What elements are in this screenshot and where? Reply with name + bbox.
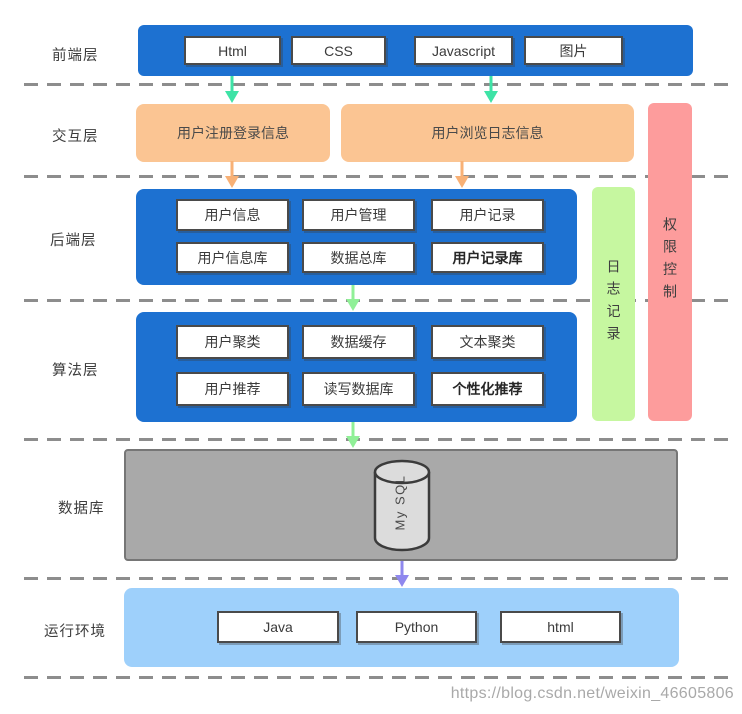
layer-label-database: 数据库 — [58, 501, 105, 517]
layer-divider — [24, 438, 734, 441]
runtime-layer-bar: Java Python html — [124, 588, 679, 667]
log-record-bar: 日志记录 — [592, 187, 635, 421]
node-user-info: 用户信息 — [176, 199, 289, 231]
mysql-cylinder-icon — [373, 459, 431, 552]
arrow-interaction-to-backend-right — [455, 161, 469, 188]
arrow-database-to-runtime — [395, 561, 409, 587]
node-user-record-db: 用户记录库 — [431, 242, 544, 273]
layer-label-frontend: 前端层 — [52, 48, 99, 64]
arrow-algorithm-to-database — [346, 422, 360, 448]
arrow-frontend-to-interaction-left — [225, 76, 239, 103]
layer-divider — [24, 83, 734, 86]
layer-divider — [24, 299, 734, 302]
database-layer-box — [124, 449, 678, 561]
node-user-mgmt: 用户管理 — [302, 199, 415, 231]
permission-control-bar: 权限控制 — [648, 103, 692, 421]
log-record-label: 日志记录 — [605, 259, 622, 349]
node-html-runtime: html — [500, 611, 621, 643]
node-css: CSS — [291, 36, 386, 65]
layer-divider — [24, 676, 734, 679]
frontend-layer-bar: Html CSS Javascript 图片 — [138, 25, 693, 76]
layer-divider — [24, 577, 734, 580]
node-html: Html — [184, 36, 281, 65]
algorithm-layer-box: 用户聚类 数据缓存 文本聚类 用户推荐 读写数据库 个性化推荐 — [136, 312, 577, 422]
node-personalized-recommend: 个性化推荐 — [431, 372, 544, 406]
node-image: 图片 — [524, 36, 623, 65]
node-text-cluster: 文本聚类 — [431, 325, 544, 359]
node-javascript: Javascript — [414, 36, 513, 65]
arrow-frontend-to-interaction-right — [484, 76, 498, 103]
node-user-record: 用户记录 — [431, 199, 544, 231]
mysql-label: My SQL — [392, 474, 408, 531]
node-data-master-db: 数据总库 — [302, 242, 415, 273]
arrow-interaction-to-backend-left — [225, 161, 239, 188]
backend-layer-box: 用户信息 用户管理 用户记录 用户信息库 数据总库 用户记录库 — [136, 189, 577, 285]
node-user-register-login-info: 用户注册登录信息 — [136, 104, 330, 162]
layer-label-runtime: 运行环境 — [44, 624, 106, 640]
node-python: Python — [356, 611, 477, 643]
node-user-info-db: 用户信息库 — [176, 242, 289, 273]
watermark: https://blog.csdn.net/weixin_46605806 — [450, 685, 734, 702]
arrow-backend-to-algorithm — [346, 285, 360, 311]
node-rw-database: 读写数据库 — [302, 372, 415, 406]
layer-label-algorithm: 算法层 — [52, 363, 99, 379]
layer-label-backend: 后端层 — [50, 233, 97, 249]
layer-label-interaction: 交互层 — [52, 129, 99, 145]
layer-divider — [24, 175, 734, 178]
node-data-cache: 数据缓存 — [302, 325, 415, 359]
node-user-cluster: 用户聚类 — [176, 325, 289, 359]
node-user-browse-log-info: 用户浏览日志信息 — [341, 104, 634, 162]
node-user-recommend: 用户推荐 — [176, 372, 289, 406]
node-java: Java — [217, 611, 339, 643]
permission-control-label: 权限控制 — [662, 217, 678, 307]
